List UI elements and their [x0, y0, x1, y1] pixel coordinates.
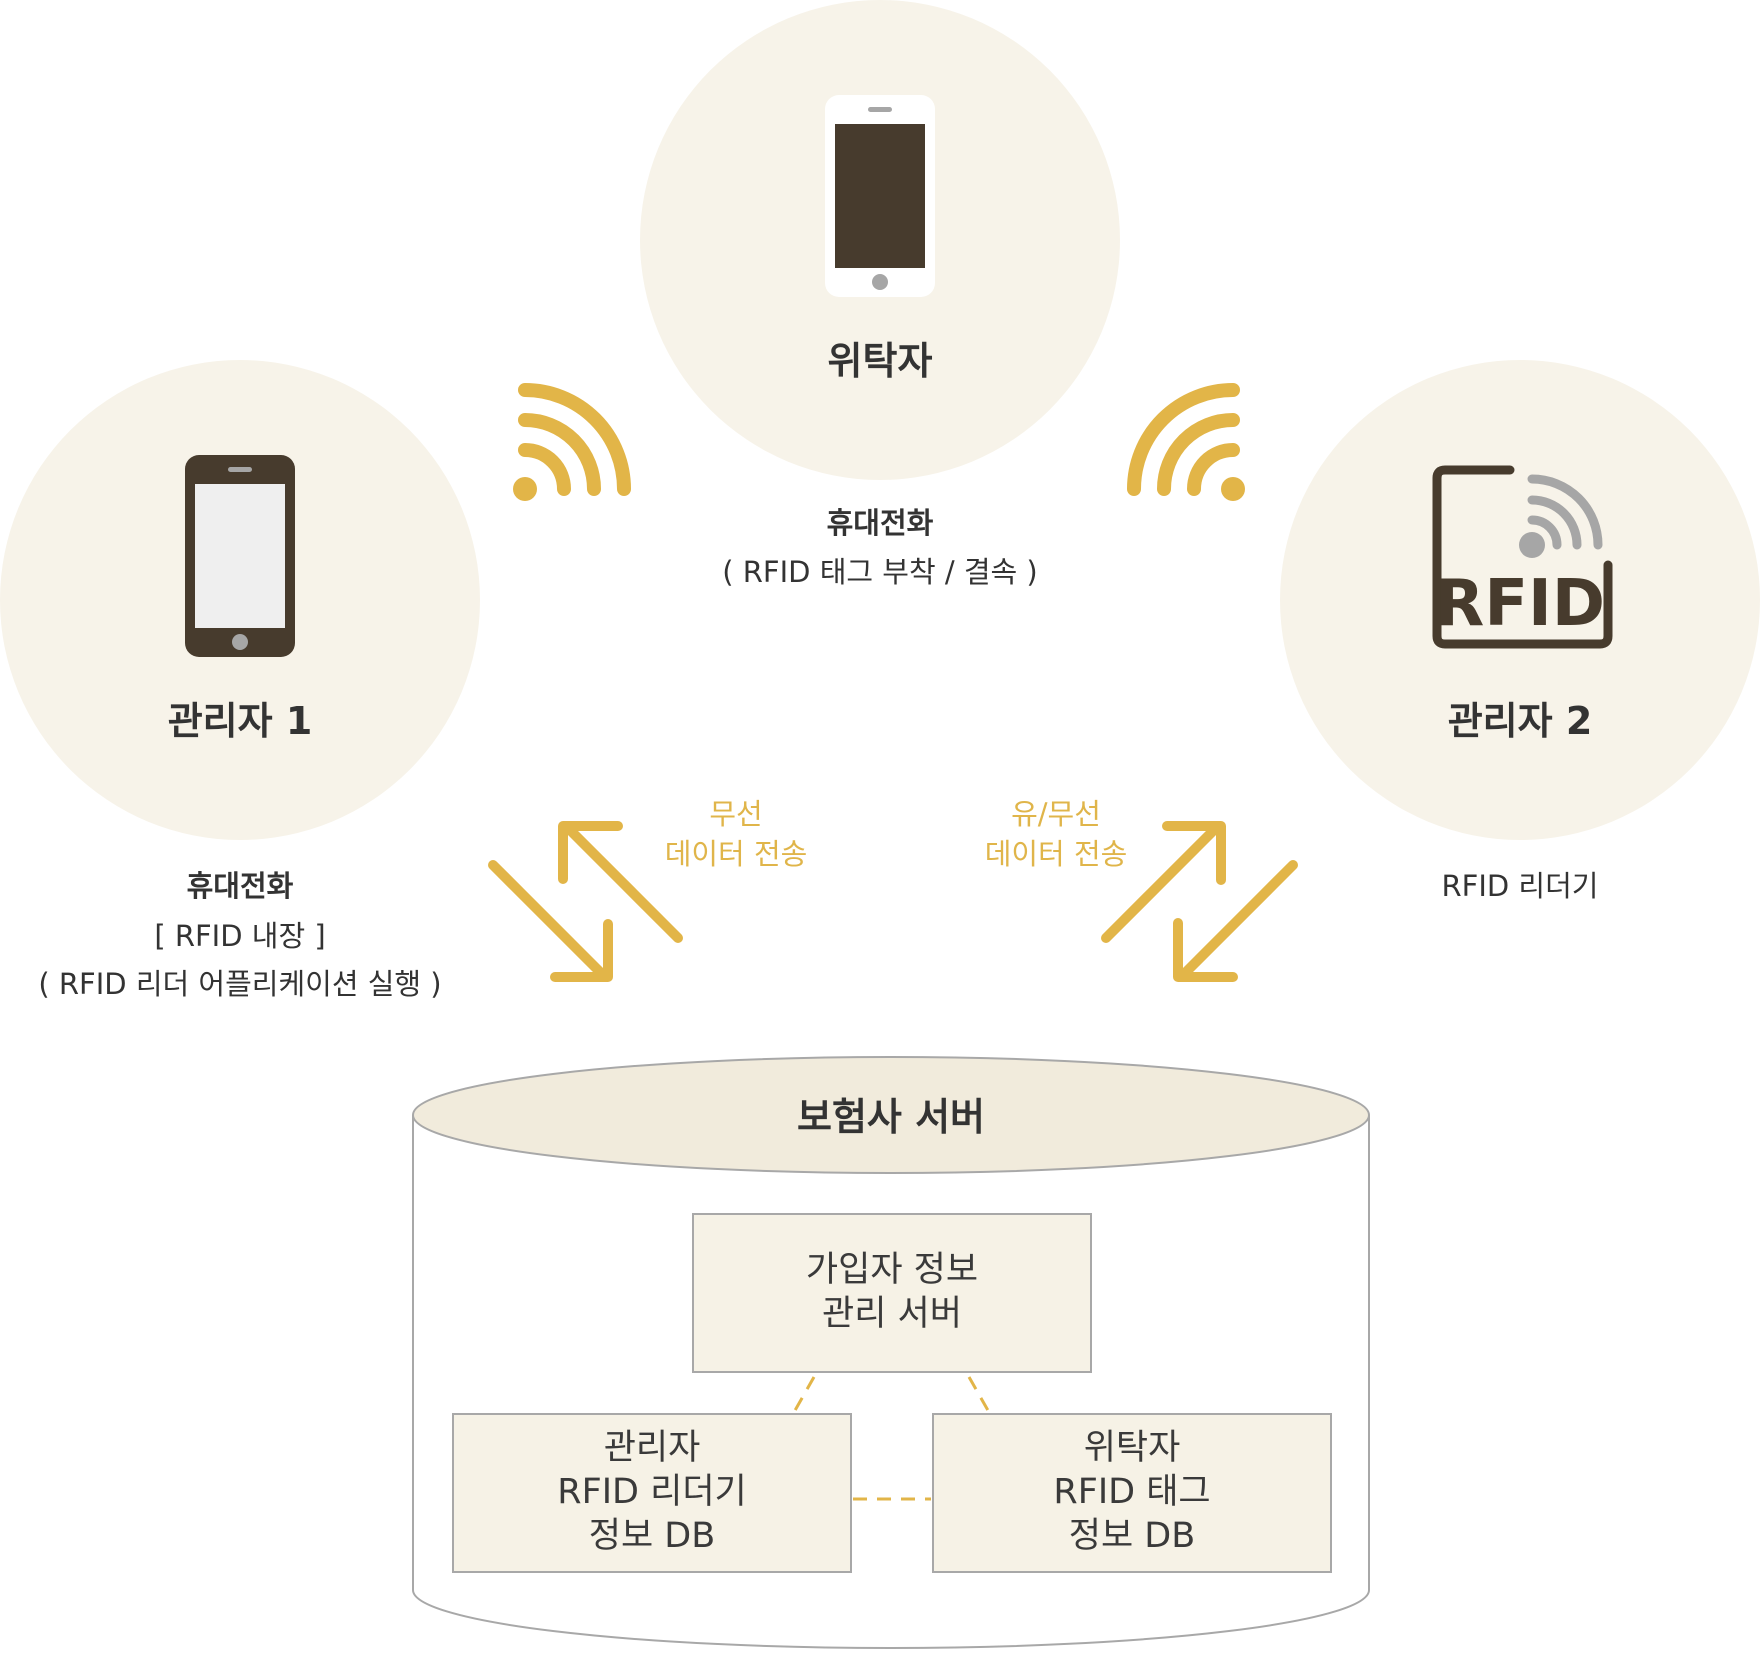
manager2-device-label: RFID 리더기 [1441, 869, 1599, 903]
left-link-label-1: 무선 [709, 797, 763, 831]
subscriber-box-line1: 가입자 정보 [805, 1250, 979, 1291]
smartphone-icon [185, 455, 295, 657]
wireless-signal-icon [513, 383, 631, 501]
entruster-title: 위탁자 [827, 339, 933, 383]
arrow-up-right-icon [1101, 821, 1226, 943]
manager1-title: 관리자 1 [167, 699, 313, 743]
left-link-label-2: 데이터 전송 [664, 837, 808, 871]
rfid-logo-text: RFID [1435, 567, 1605, 641]
manager1-device-label: 휴대전화 [186, 869, 294, 903]
tag-db-line3: 정보 DB [1068, 1515, 1196, 1556]
subscriber-info-server-box: 가입자 정보 관리 서버 [692, 1213, 1092, 1373]
arrow-up-left-icon [558, 821, 683, 943]
tag-db-line2: RFID 태그 [1053, 1472, 1211, 1513]
manager1-rfid-builtin: [ RFID 내장 ] [154, 919, 326, 953]
manager1-app-desc: ( RFID 리더 어플리케이션 실행 ) [38, 967, 442, 1001]
entruster-device-label: 휴대전화 [826, 506, 934, 540]
right-link-label-2: 데이터 전송 [984, 837, 1128, 871]
reader-db-line2: RFID 리더기 [557, 1472, 747, 1513]
subscriber-box-line2: 관리 서버 [822, 1294, 962, 1334]
manager2-circle [1280, 360, 1760, 840]
tag-db-line1: 위탁자 [1083, 1428, 1181, 1469]
manager2-title: 관리자 2 [1447, 699, 1593, 743]
tag-info-db-box: 위탁자 RFID 태그 정보 DB [932, 1413, 1332, 1573]
reader-info-db-box: 관리자 RFID 리더기 정보 DB [452, 1413, 852, 1573]
arrow-down-left-icon [1173, 860, 1298, 982]
server-title: 보험사 서버 [796, 1095, 986, 1139]
smartphone-icon [825, 95, 935, 297]
arrow-down-right-icon [488, 860, 613, 982]
db-connector-lines [791, 1376, 992, 1501]
reader-db-line3: 정보 DB [588, 1515, 716, 1556]
wireless-signal-icon [1127, 383, 1245, 501]
right-link-label-1: 유/무선 [1011, 797, 1101, 831]
rfid-reader-icon: RFID [1432, 465, 1613, 649]
reader-db-line1: 관리자 [603, 1428, 701, 1469]
entruster-desc: ( RFID 태그 부착 / 결속 ) [722, 555, 1038, 589]
